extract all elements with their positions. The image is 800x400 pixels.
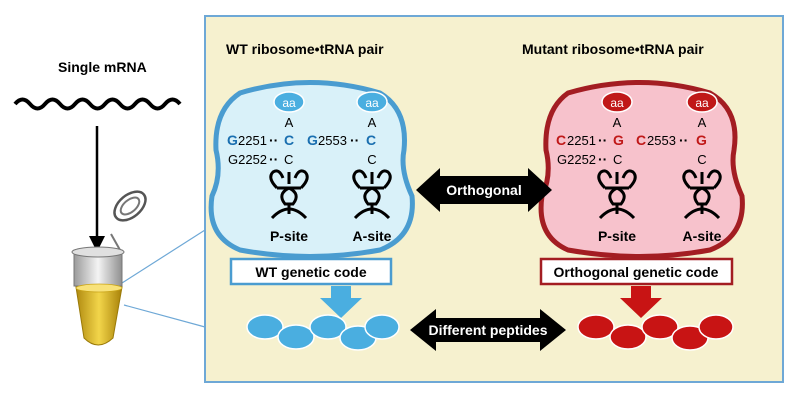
- mut-C-a: C: [697, 152, 706, 167]
- mut-mrna-a-arc: [683, 207, 721, 220]
- mut-row1-b-num: 2553: [647, 133, 676, 148]
- wt-a-site-label: A-site: [353, 228, 392, 244]
- single-mrna-title: Single mRNA: [58, 59, 147, 75]
- zoom-line-top: [121, 229, 206, 284]
- mut-aa-bubble-a: [686, 91, 718, 113]
- wt-row1-b-pair: C: [366, 132, 376, 148]
- mrna-arrow-head: [89, 236, 105, 252]
- wt-genetic-code-label: WT genetic code: [255, 264, 366, 280]
- mut-row1-a-dots: ··: [598, 132, 607, 148]
- mutant-pair-title: Mutant ribosome•tRNA pair: [522, 41, 704, 57]
- wt-row1-a-dots: ··: [269, 132, 278, 148]
- wt-aa-bubble-p: [273, 91, 305, 113]
- mut-row1-b-pair: G: [696, 132, 707, 148]
- mut-row2: G2252: [557, 152, 596, 167]
- mut-trna-a-icon: [682, 169, 722, 214]
- wt-row1-b-dots: ··: [350, 132, 359, 148]
- wt-row1-a-base: G: [227, 132, 238, 148]
- wt-A-p: A: [285, 115, 294, 130]
- wt-genetic-code-box: [229, 257, 393, 286]
- wt-pair-title: WT ribosome•tRNA pair: [226, 41, 384, 57]
- mrna-wave: [13, 97, 182, 111]
- wt-C-a: C: [367, 152, 376, 167]
- wt-peptide-chain: [246, 314, 400, 351]
- mut-A-a: A: [698, 115, 707, 130]
- wt-mrna-p-arc: [270, 207, 308, 220]
- mut-aa-label-a: aa: [695, 96, 709, 110]
- wt-trna-a-icon: [352, 169, 392, 214]
- wt-row2: G2252: [228, 152, 267, 167]
- mut-aa-bubble-p: [601, 91, 633, 113]
- mut-row1-a-base: C: [556, 132, 566, 148]
- mut-row1-a-num: 2251: [567, 133, 596, 148]
- wt-row1-b-num: 2553: [318, 133, 347, 148]
- wt-aa-bubble-a: [356, 91, 388, 113]
- mut-row2-pair: C: [613, 152, 622, 167]
- mut-row1-a-pair: G: [613, 132, 624, 148]
- mut-row1-b-dots: ··: [679, 132, 688, 148]
- wt-A-a: A: [368, 115, 377, 130]
- mut-peptide-chain: [577, 314, 734, 351]
- orth-genetic-code-box: [539, 257, 734, 286]
- different-peptides-label: Different peptides: [428, 322, 547, 338]
- orth-genetic-code-label: Orthogonal genetic code: [554, 264, 719, 280]
- wt-p-site-label: P-site: [270, 228, 308, 244]
- mut-aa-label-p: aa: [610, 96, 624, 110]
- mut-row2-dots: ··: [598, 151, 607, 167]
- wt-trna-p-icon: [269, 169, 309, 214]
- mut-p-site-label: P-site: [598, 228, 636, 244]
- wt-row1-a-pair: C: [284, 132, 294, 148]
- wt-mrna-a-arc: [353, 207, 391, 220]
- wt-aa-label-a: aa: [365, 96, 379, 110]
- wt-row2-dots: ··: [269, 151, 278, 167]
- different-peptides-double-arrow: [410, 309, 566, 351]
- tube-icon: [71, 190, 147, 346]
- wt-row1-a-num: 2251: [238, 133, 267, 148]
- mut-trna-p-icon: [597, 169, 637, 214]
- zoom-line-bottom: [123, 304, 206, 328]
- wt-row2-pair: C: [284, 152, 293, 167]
- orthogonal-double-arrow: [416, 168, 552, 212]
- mut-down-arrow: [620, 286, 662, 318]
- orthogonal-label: Orthogonal: [446, 182, 521, 198]
- mut-A-p: A: [613, 115, 622, 130]
- mut-mrna-p-arc: [598, 207, 636, 220]
- wt-aa-label-p: aa: [282, 96, 296, 110]
- mut-a-site-label: A-site: [683, 228, 722, 244]
- wt-row1-b-base: G: [307, 132, 318, 148]
- mut-row1-b-base: C: [636, 132, 646, 148]
- wt-down-arrow: [320, 286, 362, 318]
